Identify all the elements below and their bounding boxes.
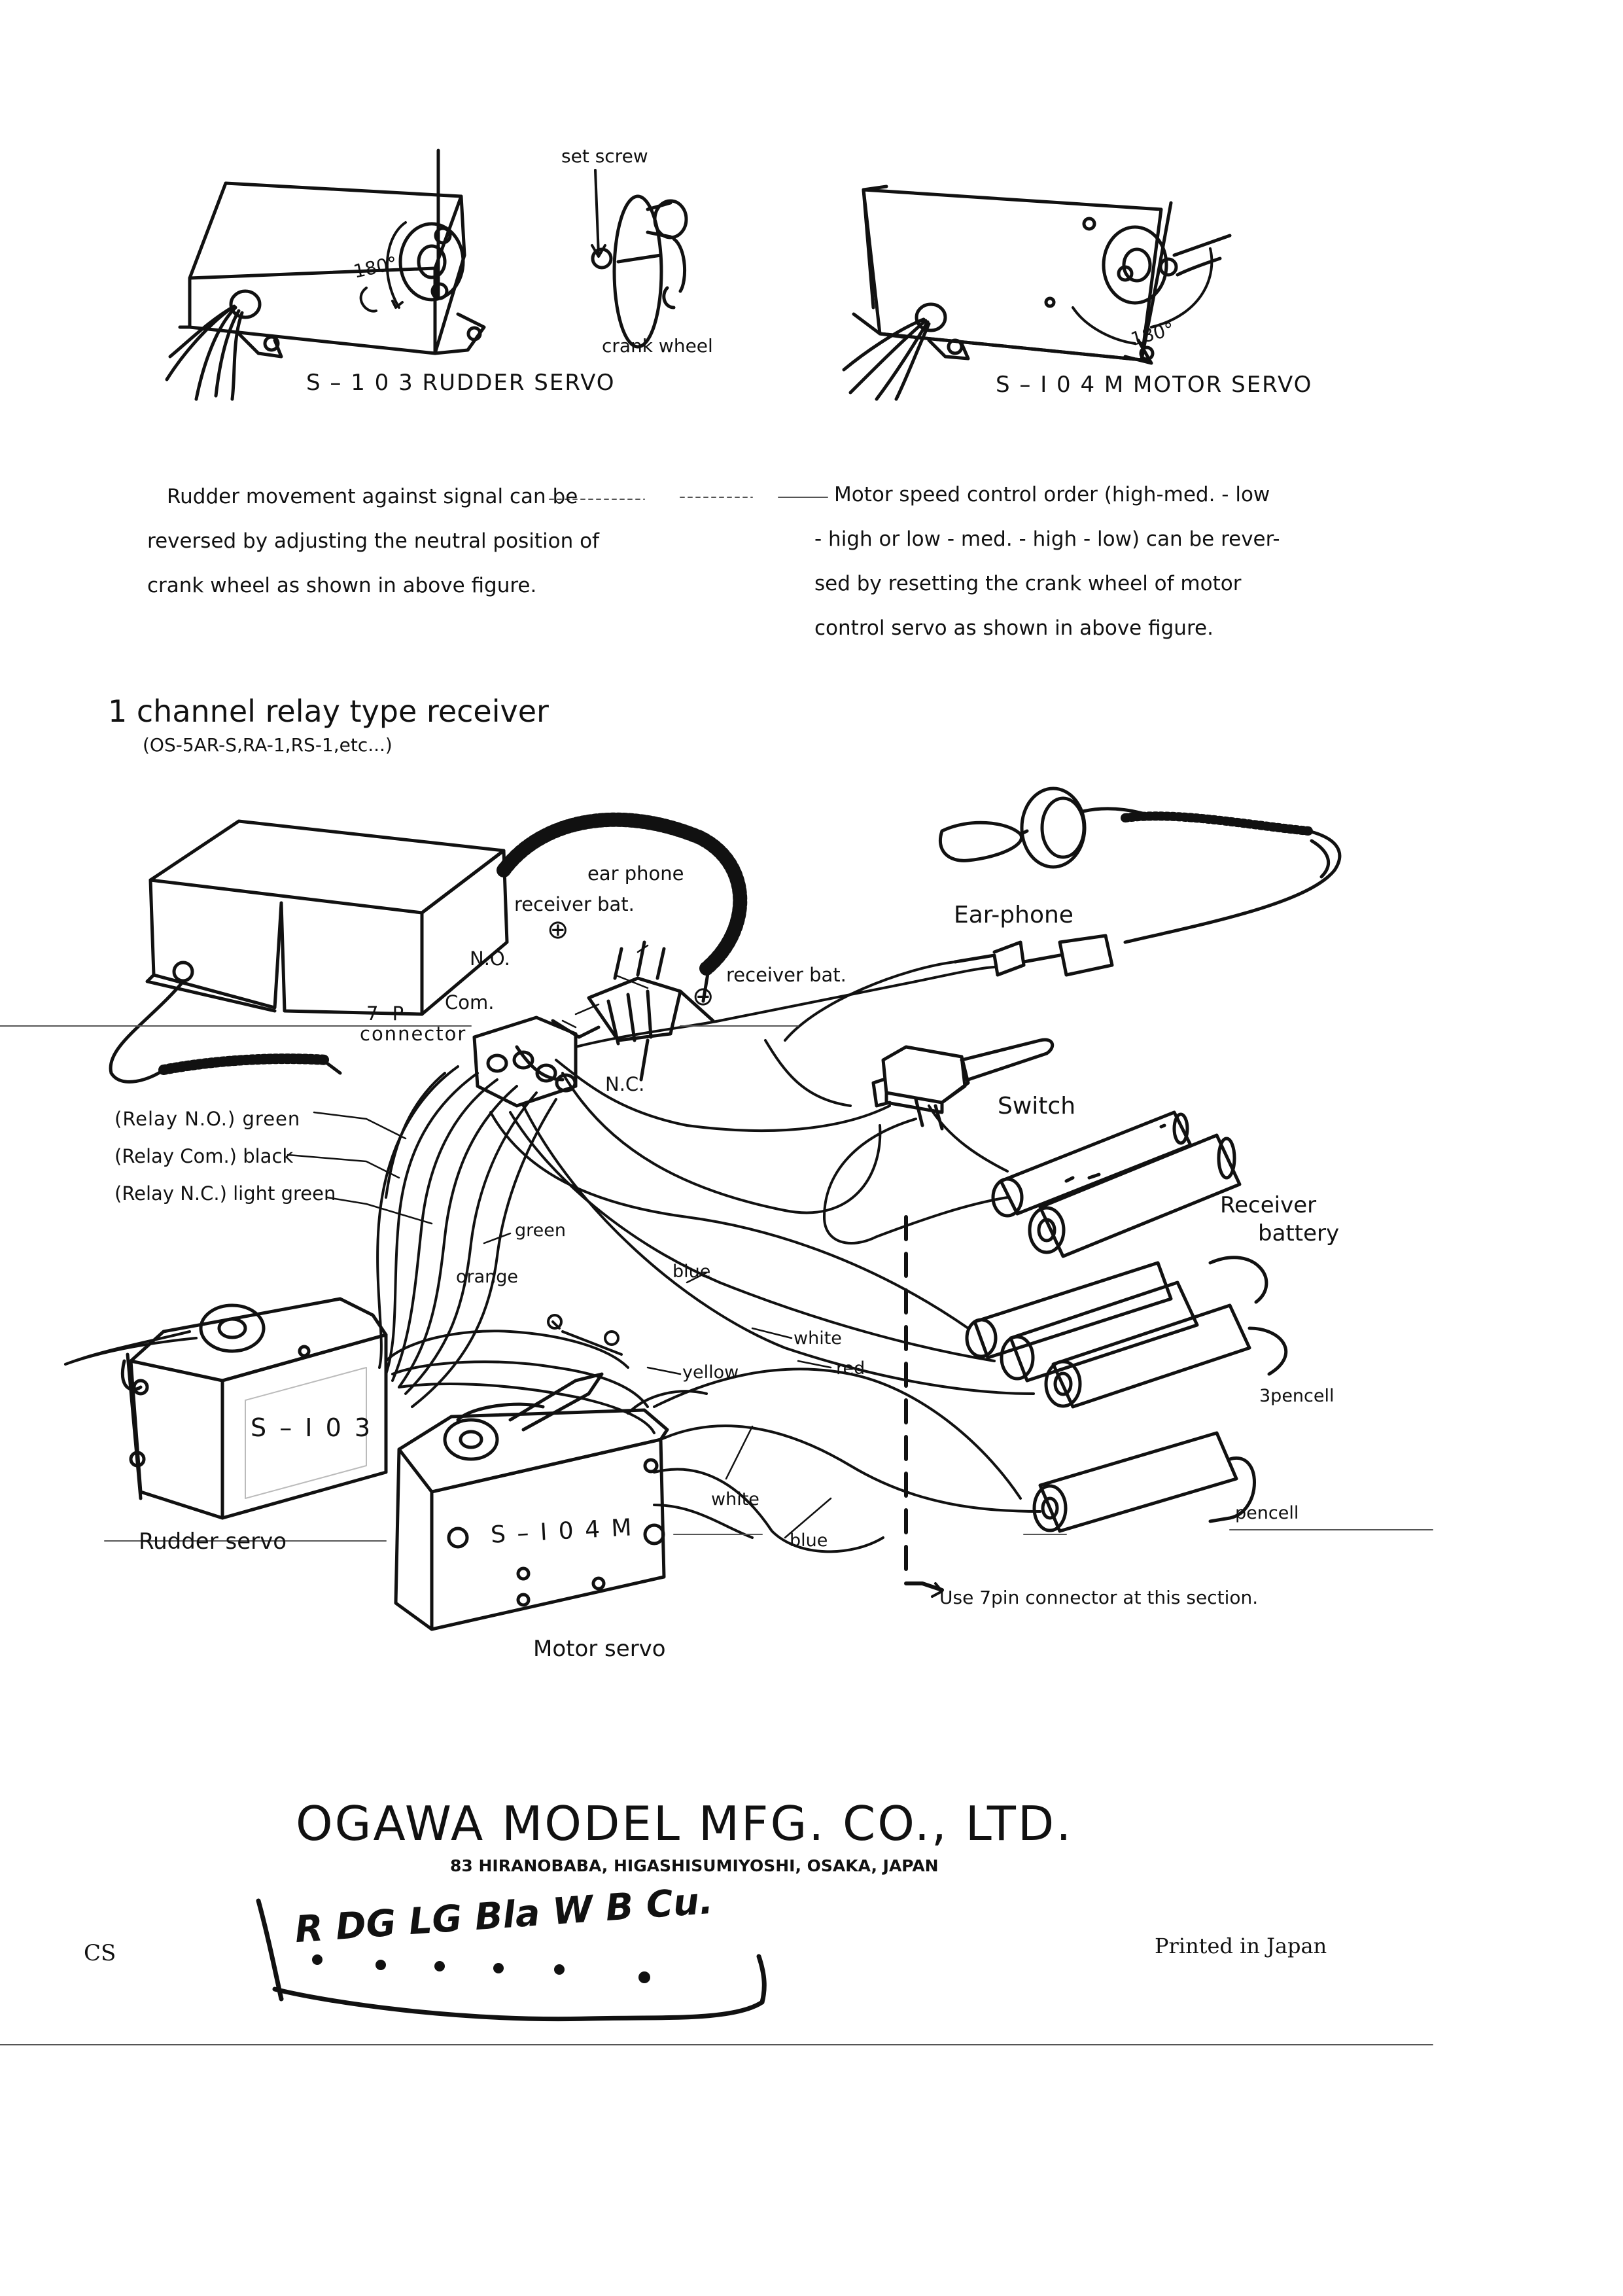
handwriting-bracket: [256, 1898, 767, 2022]
yellow-wire-label: yellow: [682, 1362, 739, 1383]
rudder-note-line: reversed by adjusting the neutral positi…: [147, 529, 599, 553]
pencell-label: pencell: [1235, 1503, 1299, 1523]
rudder-note-line: crank wheel as shown in above figure.: [147, 574, 537, 597]
motor-note-line: Motor speed control order (high-med. - l…: [834, 483, 1270, 506]
three-pencell-drawing: [965, 1256, 1288, 1409]
receiver-box-drawing: [109, 819, 509, 1084]
minus-sign: ⊖: [692, 981, 714, 1012]
s103-label: S – I 0 3: [251, 1413, 373, 1442]
fold-lines: [0, 497, 1433, 2045]
receiver-battery-drawing: [991, 1110, 1242, 1258]
green-wire-label: green: [515, 1220, 566, 1241]
three-pencell-label: 3pencell: [1259, 1386, 1335, 1406]
company-address: 83 HIRANOBABA, HIGASHISUMIYOSHI, OSAKA, …: [450, 1856, 939, 1875]
wire-bundle-drawing: [376, 961, 1041, 1553]
motor-note-line: control servo as shown in above figure.: [814, 616, 1213, 640]
relay-com-label: (Relay Com.) black: [114, 1145, 294, 1167]
rudder-note: Rudder movement against signal can be re…: [147, 474, 599, 608]
blue-wire-label-1: blue: [672, 1262, 711, 1282]
ear-phone-plug-drawing: [953, 934, 1114, 977]
connector-label: connector: [360, 1023, 467, 1045]
company-name: OGAWA MODEL MFG. CO., LTD.: [296, 1796, 1073, 1851]
receiver-bat-minus-label: receiver bat.: [726, 964, 846, 986]
relay-no-label: (Relay N.O.) green: [114, 1108, 301, 1130]
rudder-servo-label: Rudder servo: [139, 1528, 287, 1555]
7p-connector-drawing: [472, 1016, 578, 1108]
white-wire-label-1: white: [794, 1328, 842, 1349]
white-wire-label-2: white: [711, 1489, 759, 1510]
rudder-servo-top-drawing: [165, 149, 486, 401]
motor-servo-top-drawing: [842, 185, 1232, 401]
rudder-servo-bottom-drawing: [64, 1297, 388, 1520]
switch-drawing: [871, 1038, 1055, 1131]
printed-in-japan: Printed in Japan: [1155, 1934, 1327, 1958]
plus-sign: ⊕: [547, 915, 569, 945]
motor-note-line: sed by resetting the crank wheel of moto…: [814, 572, 1242, 595]
section-dashed-line: [904, 1215, 944, 1598]
blue-wire-label-2: blue: [790, 1530, 828, 1551]
motor-servo-top-caption: S – I 0 4 M MOTOR SERVO: [996, 372, 1313, 398]
leader-lines: [287, 944, 832, 1539]
motor-servo-label: Motor servo: [533, 1636, 666, 1662]
switch-label: Switch: [998, 1093, 1076, 1120]
orange-wire-label: orange: [456, 1267, 519, 1287]
relay-nc-label: (Relay N.C.) light green: [114, 1182, 336, 1205]
ear-phone-drawing: [938, 786, 1342, 944]
com-label: Com.: [445, 991, 495, 1014]
cs-label: CS: [84, 1940, 116, 1966]
receiver-bat-plus-label: receiver bat.: [514, 893, 635, 915]
receiver-battery-label-2: battery: [1258, 1220, 1340, 1246]
ear-phone-label: Ear-phone: [954, 902, 1073, 928]
crank-wheel-drawing: [591, 169, 688, 349]
section-subtitle: (OS-5AR-S,RA-1,RS-1,etc...): [143, 734, 393, 756]
motor-note-line: - high or low - med. - high - low) can b…: [814, 527, 1280, 551]
pencell-drawing: [1032, 1431, 1256, 1533]
use-7pin-note: Use 7pin connector at this section.: [939, 1587, 1259, 1608]
red-wire-label: red: [836, 1358, 865, 1379]
crank-wheel-label: crank wheel: [602, 335, 713, 357]
rudder-servo-top-caption: S – 1 0 3 RUDDER SERVO: [306, 370, 616, 396]
nc-label: N.C.: [605, 1073, 645, 1095]
ear-phone-small-label: ear phone: [587, 862, 684, 885]
seven-p-label: 7 P: [366, 1002, 408, 1025]
section-title: 1 channel relay type receiver: [108, 694, 549, 729]
no-label: N.O.: [470, 947, 510, 970]
receiver-battery-label-1: Receiver: [1220, 1192, 1317, 1218]
motor-note: Motor speed control order (high-med. - l…: [814, 472, 1280, 650]
rudder-note-line: Rudder movement against signal can be: [167, 485, 578, 508]
ear-phone-cable-drawing: [497, 812, 748, 1003]
set-screw-label: set screw: [561, 145, 648, 167]
